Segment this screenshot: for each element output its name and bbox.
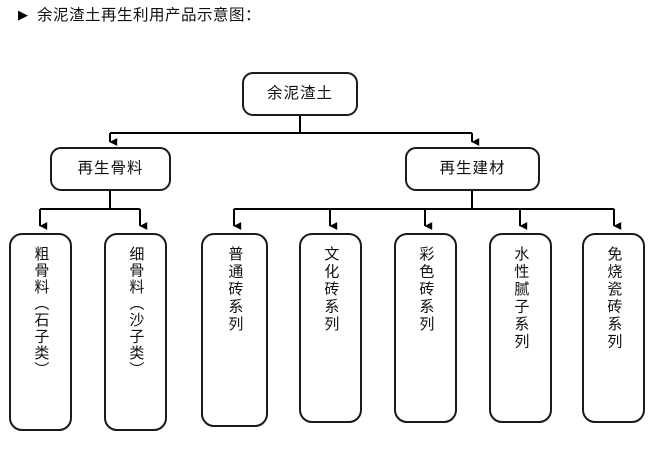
node-recycled-building-material[interactable]: 再生建材 [405, 147, 540, 191]
node-color-brick-series-label: 彩色砖系列 [417, 246, 436, 334]
node-culture-brick-series-label: 文化砖系列 [322, 246, 341, 334]
node-ordinary-brick-series[interactable]: 普通砖系列 [201, 233, 268, 427]
node-water-based-putty-series-label: 水性腻子系列 [512, 246, 531, 351]
page-title-text: 余泥渣土再生利用产品示意图： [37, 6, 262, 24]
node-unfired-ceramic-tile-series[interactable]: 免烧瓷砖系列 [582, 233, 645, 423]
node-fine-aggregate[interactable]: 细骨料（沙子类） [104, 233, 167, 431]
node-root[interactable]: 余泥渣土 [242, 72, 358, 116]
node-coarse-aggregate[interactable]: 粗骨料（石子类） [9, 233, 72, 431]
node-color-brick-series[interactable]: 彩色砖系列 [394, 233, 457, 423]
node-root-label: 余泥渣土 [266, 84, 333, 103]
node-recycled-aggregate[interactable]: 再生骨料 [50, 147, 171, 191]
node-recycled-building-material-label: 再生建材 [439, 159, 506, 178]
node-recycled-aggregate-label: 再生骨料 [77, 159, 144, 178]
node-culture-brick-series[interactable]: 文化砖系列 [299, 233, 362, 423]
page-title: ▶ 余泥渣土再生利用产品示意图： [18, 6, 262, 24]
node-coarse-aggregate-label: 粗骨料（石子类） [32, 246, 51, 378]
node-ordinary-brick-series-label: 普通砖系列 [226, 246, 245, 334]
node-fine-aggregate-label: 细骨料（沙子类） [127, 246, 146, 378]
node-unfired-ceramic-tile-series-label: 免烧瓷砖系列 [605, 246, 624, 351]
bullet-triangle-icon: ▶ [18, 8, 28, 24]
node-water-based-putty-series[interactable]: 水性腻子系列 [489, 233, 552, 423]
